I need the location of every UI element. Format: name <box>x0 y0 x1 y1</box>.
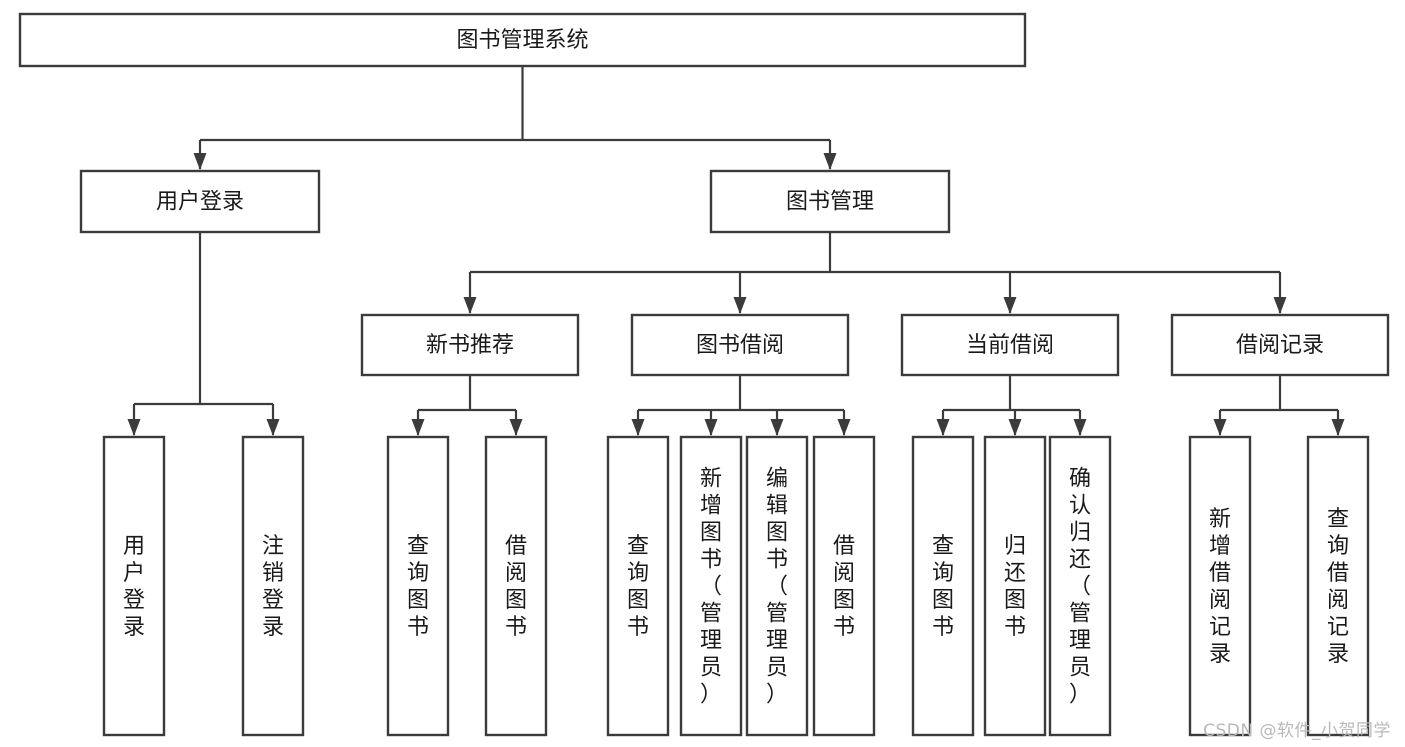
node-leaf-7-借阅图书-label: 借阅图书 <box>833 534 855 640</box>
arrow-head-icon <box>936 419 950 436</box>
node-leaf-10-确认归还管理员[interactable]: 确认归还（管理员） <box>1048 435 1112 737</box>
node-leaf-3-借阅图书[interactable]: 借阅图书 <box>484 435 548 737</box>
node-leaf-5-新增图书管理员-box[interactable] <box>679 435 743 737</box>
node-leaf-11-新增借阅记录-box[interactable] <box>1188 435 1252 737</box>
node-leaf-8-查询图书-label: 查询图书 <box>932 534 954 640</box>
arrow-head-icon <box>193 153 207 170</box>
node-leaf-1-注销登录-label: 注销登录 <box>262 534 284 640</box>
node-leaf-2-查询图书-label: 查询图书 <box>407 534 429 640</box>
node-leaf-12-查询借阅记录-label: 查询借阅记录 <box>1327 507 1349 667</box>
node-l2-图书管理-box[interactable] <box>709 169 951 234</box>
node-leaf-12-查询借阅记录-box[interactable] <box>1306 435 1370 737</box>
arrow-head-icon <box>1273 297 1287 314</box>
node-l3-图书借阅-label: 图书借阅 <box>696 333 784 358</box>
node-leaf-9-归还图书-box[interactable] <box>983 435 1047 737</box>
node-leaf-7-借阅图书-box[interactable] <box>812 435 876 737</box>
node-root-图书管理系统-box[interactable] <box>18 12 1027 68</box>
arrow-head-icon <box>509 419 523 436</box>
node-l3-新书推荐[interactable]: 新书推荐 <box>360 313 580 377</box>
nodes-layer: 图书管理系统用户登录图书管理新书推荐图书借阅当前借阅借阅记录用户登录注销登录查询… <box>18 12 1390 737</box>
arrow-head-icon <box>1008 419 1022 436</box>
node-leaf-8-查询图书[interactable]: 查询图书 <box>911 435 975 737</box>
node-l2-用户登录-label: 用户登录 <box>156 190 244 215</box>
arrow-head-icon <box>1073 419 1087 436</box>
node-leaf-3-借阅图书-box[interactable] <box>484 435 548 737</box>
node-l2-用户登录[interactable]: 用户登录 <box>79 169 321 234</box>
node-l2-图书管理[interactable]: 图书管理 <box>709 169 951 234</box>
node-leaf-9-归还图书-label: 归还图书 <box>1004 534 1026 640</box>
node-root-图书管理系统-label: 图书管理系统 <box>456 28 588 53</box>
node-l3-图书借阅[interactable]: 图书借阅 <box>630 313 850 377</box>
node-leaf-5-新增图书管理员[interactable]: 新增图书（管理员） <box>679 435 743 737</box>
node-l3-借阅记录[interactable]: 借阅记录 <box>1170 313 1390 377</box>
node-leaf-4-查询图书-box[interactable] <box>606 435 670 737</box>
arrow-head-icon <box>463 297 477 314</box>
node-leaf-9-归还图书[interactable]: 归还图书 <box>983 435 1047 737</box>
arrow-head-icon <box>770 419 784 436</box>
node-leaf-1-注销登录-box[interactable] <box>241 435 305 737</box>
edges-layer <box>127 66 1345 436</box>
arrow-head-icon <box>1331 419 1345 436</box>
node-l2-用户登录-box[interactable] <box>79 169 321 234</box>
arrow-head-icon <box>1213 419 1227 436</box>
node-leaf-11-新增借阅记录-label: 新增借阅记录 <box>1209 507 1231 667</box>
node-l3-新书推荐-box[interactable] <box>360 313 580 377</box>
node-leaf-10-确认归还管理员-box[interactable] <box>1048 435 1112 737</box>
node-leaf-0-用户登录-label: 用户登录 <box>123 534 145 640</box>
arrow-head-icon <box>837 419 851 436</box>
arrow-head-icon <box>631 419 645 436</box>
node-leaf-7-借阅图书[interactable]: 借阅图书 <box>812 435 876 737</box>
node-leaf-0-用户登录[interactable]: 用户登录 <box>102 435 166 737</box>
node-leaf-4-查询图书-label: 查询图书 <box>627 534 649 640</box>
node-l3-当前借阅[interactable]: 当前借阅 <box>900 313 1120 377</box>
node-l3-新书推荐-label: 新书推荐 <box>426 333 514 358</box>
arrow-head-icon <box>411 419 425 436</box>
arrow-head-icon <box>127 419 141 436</box>
node-leaf-0-用户登录-box[interactable] <box>102 435 166 737</box>
node-l3-借阅记录-box[interactable] <box>1170 313 1390 377</box>
arrow-head-icon <box>733 297 747 314</box>
node-leaf-8-查询图书-box[interactable] <box>911 435 975 737</box>
node-leaf-1-注销登录[interactable]: 注销登录 <box>241 435 305 737</box>
node-l3-当前借阅-label: 当前借阅 <box>966 333 1054 358</box>
node-leaf-2-查询图书[interactable]: 查询图书 <box>386 435 450 737</box>
node-leaf-11-新增借阅记录[interactable]: 新增借阅记录 <box>1188 435 1252 737</box>
arrow-head-icon <box>823 153 837 170</box>
node-leaf-4-查询图书[interactable]: 查询图书 <box>606 435 670 737</box>
arrow-head-icon <box>704 419 718 436</box>
node-leaf-6-编辑图书管理员-box[interactable] <box>745 435 809 737</box>
arrow-head-icon <box>266 419 280 436</box>
node-leaf-10-确认归还管理员-label: 确认归还（管理员） <box>1069 467 1091 708</box>
node-l3-当前借阅-box[interactable] <box>900 313 1120 377</box>
node-leaf-6-编辑图书管理员[interactable]: 编辑图书（管理员） <box>745 435 809 737</box>
node-leaf-3-借阅图书-label: 借阅图书 <box>505 534 527 640</box>
node-leaf-2-查询图书-box[interactable] <box>386 435 450 737</box>
arrow-head-icon <box>1003 297 1017 314</box>
node-leaf-6-编辑图书管理员-label: 编辑图书（管理员） <box>766 467 788 708</box>
node-l2-图书管理-label: 图书管理 <box>786 190 874 215</box>
node-root-图书管理系统[interactable]: 图书管理系统 <box>18 12 1027 68</box>
node-l3-图书借阅-box[interactable] <box>630 313 850 377</box>
node-leaf-5-新增图书管理员-label: 新增图书（管理员） <box>700 467 722 708</box>
node-leaf-12-查询借阅记录[interactable]: 查询借阅记录 <box>1306 435 1370 737</box>
node-l3-借阅记录-label: 借阅记录 <box>1236 333 1324 358</box>
